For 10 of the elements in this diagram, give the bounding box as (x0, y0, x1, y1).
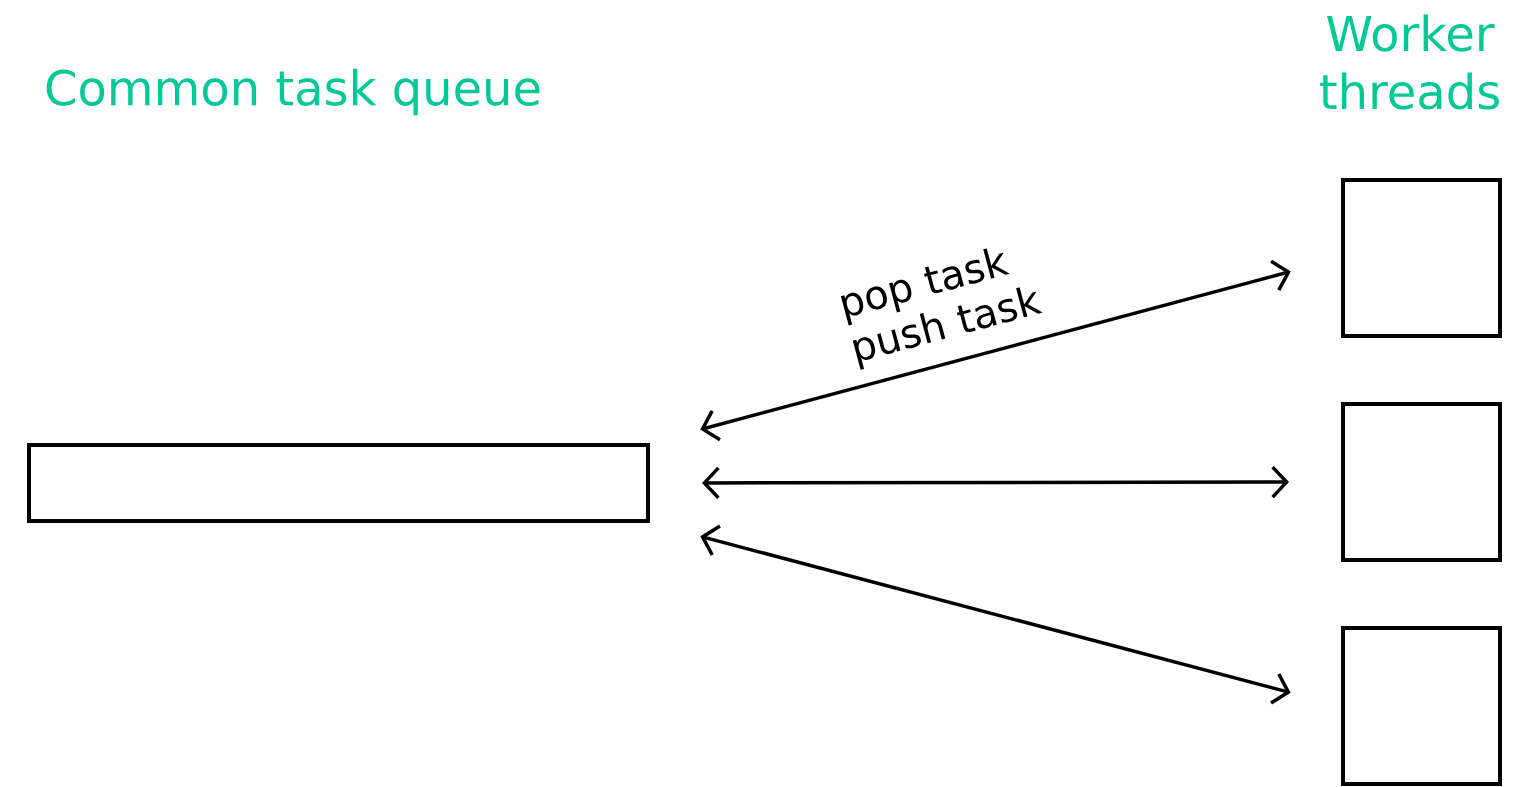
worker-box (1341, 626, 1502, 786)
double-arrow (700, 524, 1291, 705)
edge-label: pop task push task (840, 248, 1043, 370)
worker-box (1341, 178, 1502, 338)
worker-box (1341, 402, 1502, 562)
heading: Worker threads (1320, 14, 1499, 110)
double-arrow (702, 465, 1289, 500)
queue-box (27, 443, 650, 523)
double-arrow (700, 259, 1291, 442)
heading: Common task queue (46, 68, 540, 116)
